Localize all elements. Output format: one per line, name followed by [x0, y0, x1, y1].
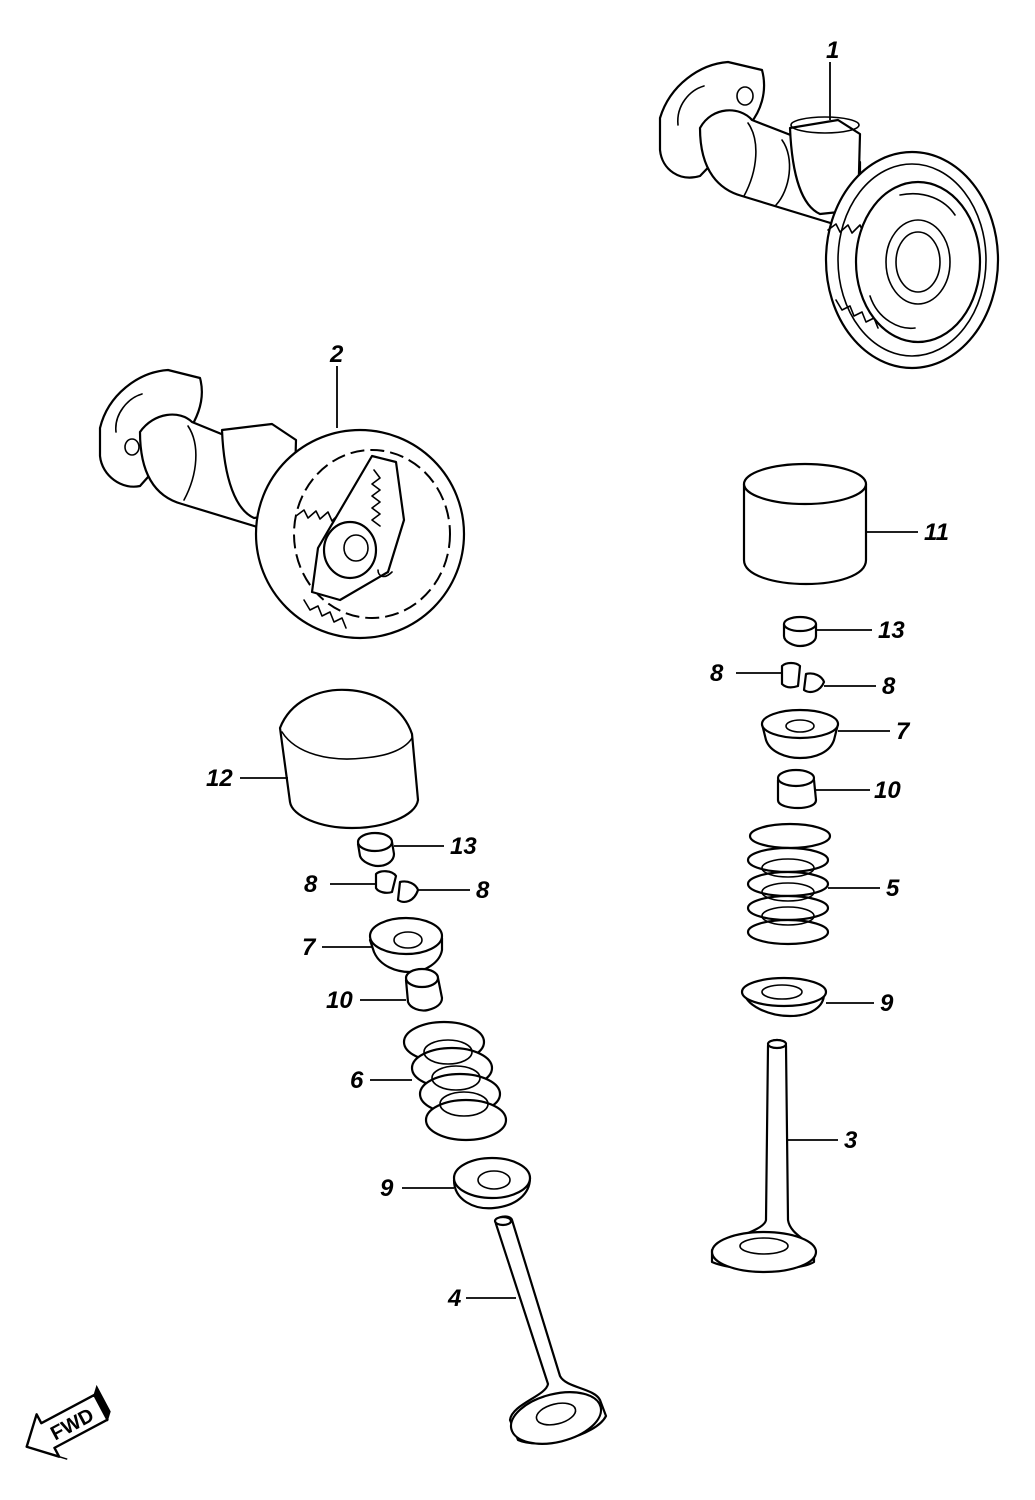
shim-13-left[interactable] — [356, 831, 396, 868]
callout-4: 4 — [447, 1285, 461, 1312]
callout-11: 11 — [924, 519, 949, 546]
callout-7-left: 7 — [302, 934, 317, 961]
spring-6[interactable] — [402, 1020, 508, 1142]
tappet-11[interactable] — [742, 462, 868, 586]
callout-8-right-a: 8 — [710, 660, 724, 687]
seat-9-left[interactable] — [452, 1156, 532, 1210]
callout-13-left: 13 — [450, 833, 477, 860]
valve-3[interactable] — [710, 1038, 818, 1274]
cotter-8-right[interactable] — [780, 661, 826, 693]
callout-9-right: 9 — [880, 990, 894, 1017]
tappet-12[interactable] — [278, 688, 420, 830]
callout-10-left: 10 — [326, 987, 353, 1014]
callout-10-right: 10 — [874, 777, 901, 804]
callout-8-left-a: 8 — [304, 871, 318, 898]
callout-13-right: 13 — [878, 617, 905, 644]
cotter-8-left[interactable] — [374, 870, 420, 903]
retainer-7-left[interactable] — [368, 916, 444, 974]
callout-3: 3 — [844, 1127, 858, 1154]
fwd-arrow-icon: FWD — [25, 1384, 111, 1460]
seal-10-left[interactable] — [404, 967, 444, 1012]
seal-10-right[interactable] — [776, 768, 818, 810]
callout-7-right: 7 — [896, 718, 911, 745]
camshaft-2[interactable] — [98, 368, 466, 640]
seat-9-right[interactable] — [740, 976, 828, 1018]
callout-9-left: 9 — [380, 1175, 394, 1202]
camshaft-1[interactable] — [658, 60, 1000, 370]
callout-1: 1 — [826, 37, 839, 64]
spring-5[interactable] — [746, 822, 832, 946]
callout-5: 5 — [886, 875, 900, 902]
shim-13-right[interactable] — [782, 615, 818, 648]
callout-8-left-b: 8 — [476, 877, 490, 904]
callout-12: 12 — [206, 765, 233, 792]
callout-6: 6 — [350, 1067, 364, 1094]
retainer-7-right[interactable] — [760, 708, 840, 760]
valve-4[interactable] — [493, 1215, 608, 1453]
callout-8-right-b: 8 — [882, 673, 896, 700]
callout-2: 2 — [329, 341, 344, 368]
